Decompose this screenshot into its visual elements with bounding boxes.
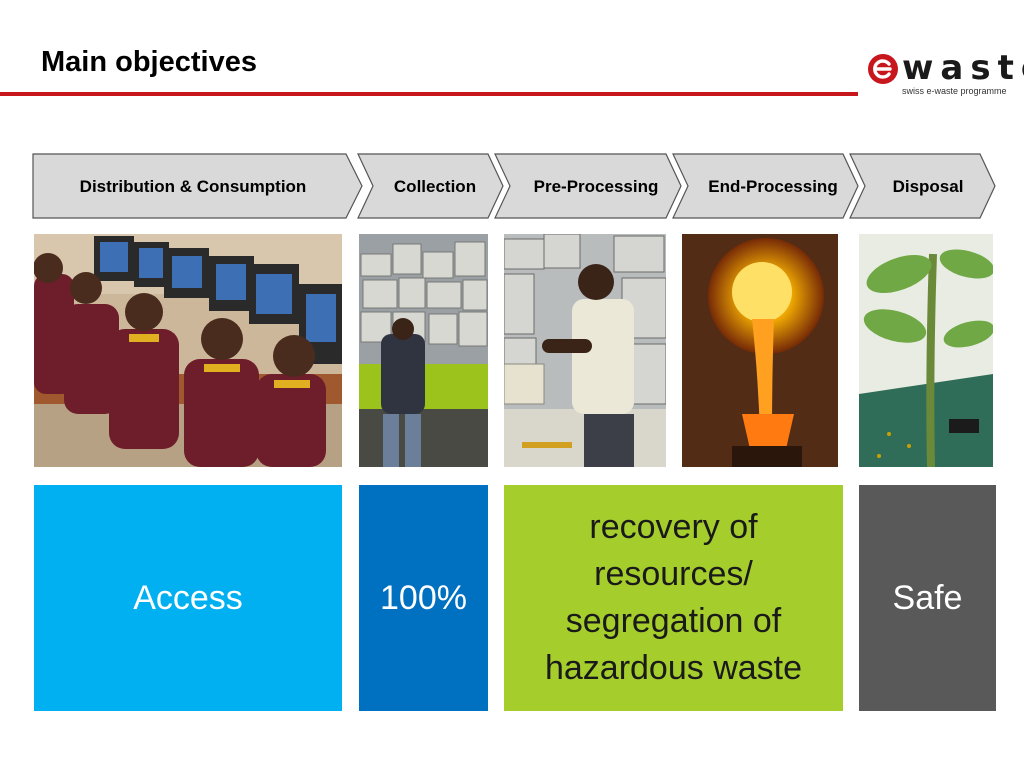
e-logo-icon [868, 54, 898, 84]
objective-text-recovery: recovery of resources/ segregation of ha… [544, 508, 803, 687]
step-label-end-processing: End-Processing [708, 177, 838, 196]
objective-text-safe: Safe [892, 578, 963, 617]
step-chevron-collection [357, 153, 504, 219]
step-label-distribution: Distribution & Consumption [79, 177, 307, 196]
objective-text-collection-rate: 100% [380, 578, 467, 617]
photo-worker-dismantling [504, 234, 666, 467]
title-divider [0, 92, 858, 96]
logo-wordmark: waste [902, 48, 1024, 88]
photo-molten-metal [682, 234, 838, 467]
step-chevron-pre-processing [494, 153, 682, 219]
step-chevron-end-processing [672, 153, 859, 219]
objective-box-collection-rate: 100% [359, 485, 488, 711]
objective-box-recovery: recovery of resources/ segregation of ha… [504, 485, 843, 711]
slide-title: Main objectives [41, 46, 257, 78]
step-label-disposal: Disposal [892, 177, 964, 196]
photo-students-at-computers [34, 234, 342, 467]
step-label-pre-processing: Pre-Processing [533, 177, 659, 196]
process-flow [32, 153, 996, 219]
photo-plant-on-circuit [859, 234, 993, 467]
logo-tagline: swiss e-waste programme [902, 86, 1007, 96]
objective-box-access: Access [34, 485, 342, 711]
objective-text-access: Access [133, 578, 243, 617]
photo-truck-with-e-waste [359, 234, 488, 467]
step-chevron-distribution [32, 153, 363, 219]
step-chevron-disposal [849, 153, 996, 219]
objective-box-safe: Safe [859, 485, 996, 711]
ewaste-logo: waste swiss e-waste programme [868, 48, 1024, 100]
step-label-collection: Collection [393, 177, 477, 196]
